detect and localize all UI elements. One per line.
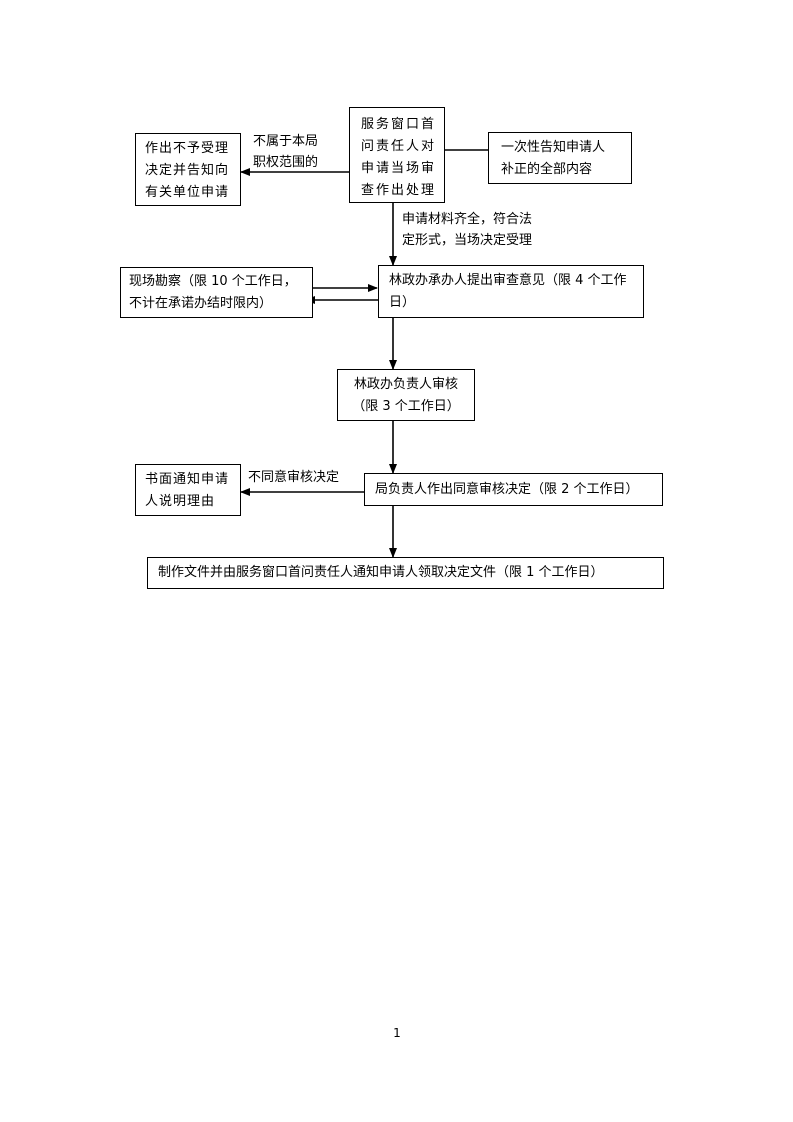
reject-notice-box: 作出不予受理 决定并告知向 有关单位申请 — [135, 133, 241, 206]
one-time-notice-text: 一次性告知申请人 补正的全部内容 — [501, 140, 606, 177]
head-review-box: 林政办负责人审核 （限 3 个工作日） — [337, 369, 475, 421]
site-survey-box: 现场勘察（限 10 个工作日， 不计在承诺办结时限内） — [120, 267, 313, 318]
head-review-text: 林政办负责人审核 （限 3 个工作日） — [352, 377, 460, 414]
issue-document-text: 制作文件并由服务窗口首问责任人通知申请人领取决定文件（限 1 个工作日） — [158, 565, 604, 580]
handler-opinion-text: 林政办承办人提出审查意见（限 4 个工作 日） — [389, 273, 627, 310]
window-review-text: 服务窗口首 问责任人对 申请当场审 查作出处理 — [361, 117, 437, 198]
reject-notice-text: 作出不予受理 决定并告知向 有关单位申请 — [145, 141, 230, 200]
issue-document-box: 制作文件并由服务窗口首问责任人通知申请人领取决定文件（限 1 个工作日） — [147, 557, 664, 589]
handler-opinion-box: 林政办承办人提出审查意见（限 4 个工作 日） — [378, 265, 644, 318]
written-notice-box: 书面通知申请 人说明理由 — [135, 464, 241, 516]
disagree-label: 不同意审核决定 — [248, 470, 340, 485]
one-time-notice-box: 一次性告知申请人 补正的全部内容 — [488, 132, 632, 184]
written-notice-text: 书面通知申请 人说明理由 — [145, 472, 230, 509]
accepted-label: 申请材料齐全，符合法 定形式，当场决定受理 — [402, 212, 533, 248]
site-survey-text: 现场勘察（限 10 个工作日， 不计在承诺办结时限内） — [129, 274, 297, 311]
page-number: 1 — [393, 1026, 401, 1040]
not-in-scope-label: 不属于本局 职权范围的 — [253, 134, 319, 170]
bureau-decision-text: 局负责人作出同意审核决定（限 2 个工作日） — [375, 482, 639, 497]
bureau-decision-box: 局负责人作出同意审核决定（限 2 个工作日） — [364, 473, 663, 506]
window-review-box: 服务窗口首 问责任人对 申请当场审 查作出处理 — [349, 107, 445, 203]
